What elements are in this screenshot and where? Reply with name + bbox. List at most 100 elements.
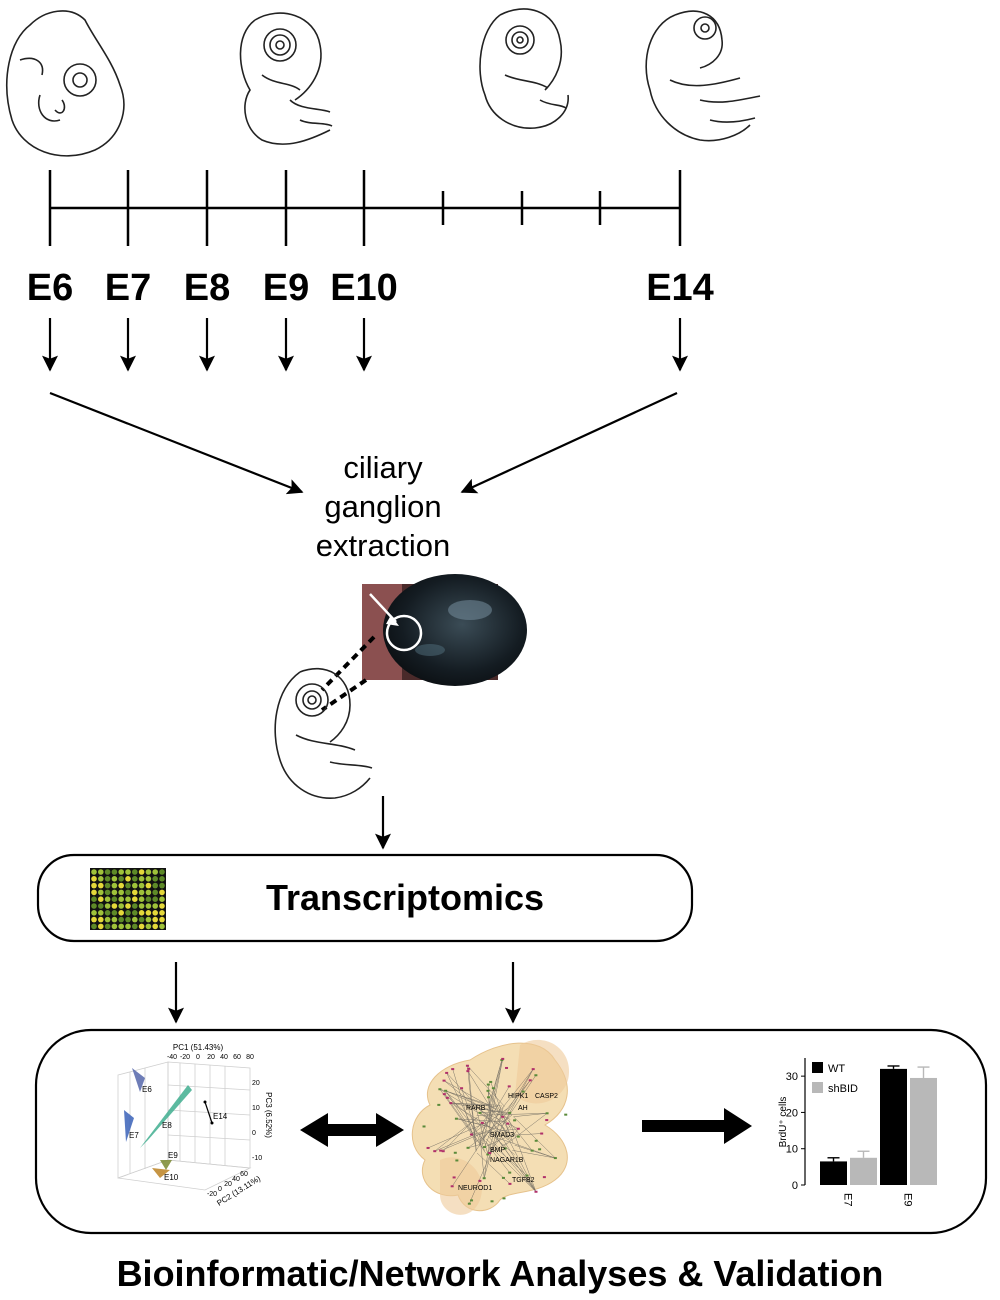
network-node: [442, 1093, 446, 1096]
pca-axis-pc3: PC3 (6.52%): [264, 1092, 273, 1138]
microarray-spot: [132, 876, 138, 882]
gene-label: BMP: [490, 1147, 506, 1154]
network-node: [460, 1087, 464, 1090]
microarray-spot: [145, 882, 152, 889]
network-node: [534, 1190, 538, 1193]
network-edge: [483, 1143, 490, 1179]
microarray-spot: [111, 910, 118, 916]
pc3-tick: 0: [252, 1130, 256, 1137]
microarray-spot: [91, 876, 97, 882]
timeline: [48, 170, 682, 246]
y-tick-label: 30: [786, 1071, 798, 1083]
microarray-spot: [98, 896, 104, 902]
transcriptomics-box: [36, 853, 694, 943]
pc1-tick: -40: [167, 1054, 177, 1061]
embryo-sketch-extraction: [274, 667, 373, 799]
network-node: [534, 1139, 538, 1142]
microarray-spot: [132, 916, 138, 923]
network-node: [500, 1059, 504, 1062]
microarray-spot: [91, 910, 97, 916]
network-edge: [480, 1110, 519, 1129]
network-node: [508, 1171, 512, 1174]
microarray-spot: [145, 896, 152, 902]
microarray-spot: [111, 876, 118, 882]
network-edge: [509, 1120, 537, 1192]
microarray-spot: [132, 910, 138, 916]
microarray-spot: [104, 869, 111, 875]
microarray-spot: [98, 882, 104, 889]
y-tick-label: 0: [792, 1180, 798, 1192]
pc1-tick: -20: [180, 1054, 190, 1061]
network-graph: HIPK1 CASP2 RARB SMAD3 NAGAR1B TGFB2 NEU…: [411, 1039, 570, 1215]
network-node: [466, 1146, 470, 1149]
microarray-spot: [104, 876, 111, 882]
microarray-spot: [125, 882, 131, 889]
network-edge: [500, 1124, 537, 1192]
network-node: [538, 1148, 542, 1151]
microarray-spot: [145, 916, 152, 923]
network-edge: [488, 1097, 492, 1119]
gene-label: HIPK1: [508, 1093, 528, 1100]
network-edge: [451, 1128, 491, 1187]
microarray-spot: [145, 903, 152, 909]
network-edge: [467, 1065, 505, 1107]
microarray-spot: [145, 889, 152, 896]
network-node: [507, 1085, 511, 1088]
network-node: [445, 1071, 449, 1074]
microarray-spot: [91, 889, 97, 896]
network-node: [501, 1176, 505, 1179]
network-node: [439, 1149, 443, 1152]
network-node: [503, 1147, 507, 1150]
category-label: E9: [902, 1193, 914, 1206]
gene-label: RARB: [466, 1105, 486, 1112]
microarray-spot: [152, 910, 158, 916]
microarray-spot: [138, 876, 145, 882]
gene-label: NAGAR1B: [490, 1157, 524, 1164]
microarray-spot: [91, 896, 97, 902]
microarray-spot: [118, 889, 124, 896]
cluster-label: E10: [164, 1173, 179, 1182]
pc2-tick: 20: [224, 1181, 232, 1188]
y-axis-label: BrdU⁺ cells: [778, 1097, 789, 1148]
microarray-spot: [125, 903, 131, 909]
microarray-spot: [138, 916, 145, 923]
microarray-spot: [111, 882, 118, 889]
microarray-spot: [132, 923, 138, 930]
network-node: [489, 1080, 493, 1083]
bar: [820, 1161, 847, 1185]
network-node: [501, 1057, 505, 1060]
network-node: [508, 1111, 512, 1114]
bar: [850, 1157, 877, 1185]
network-node: [442, 1079, 446, 1082]
network-node: [426, 1146, 430, 1149]
cluster-label: E14: [213, 1112, 228, 1121]
microarray-spot: [98, 910, 104, 916]
category-label: E7: [842, 1193, 854, 1206]
stage-arrows: [42, 318, 688, 372]
network-edge: [445, 1090, 486, 1154]
network-node: [465, 1064, 469, 1067]
network-edge: [445, 1090, 511, 1120]
microarray-spot: [125, 910, 131, 916]
legend-label: WT: [828, 1063, 845, 1075]
network-node: [478, 1179, 482, 1182]
y-tick-label: 20: [786, 1107, 798, 1119]
microarray-spot: [91, 916, 97, 923]
microarray-spot: [159, 916, 165, 923]
microarray-spot: [145, 869, 152, 875]
extraction-line: extraction: [315, 528, 451, 563]
network-edge: [513, 1116, 556, 1159]
pc1-tick: 60: [233, 1054, 241, 1061]
network-edge: [504, 1113, 548, 1146]
gene-label: NEUROD1: [458, 1185, 492, 1192]
microarray-image: [90, 868, 166, 930]
pc2-tick: 60: [240, 1171, 248, 1178]
cluster-e7-shape: [124, 1110, 134, 1142]
cluster-label: E9: [168, 1151, 178, 1160]
microarray-spot: [159, 903, 165, 909]
network-edge: [469, 1120, 505, 1204]
microarray-spot: [125, 889, 131, 896]
network-node: [444, 1089, 448, 1092]
zoom-lines: [320, 635, 376, 712]
